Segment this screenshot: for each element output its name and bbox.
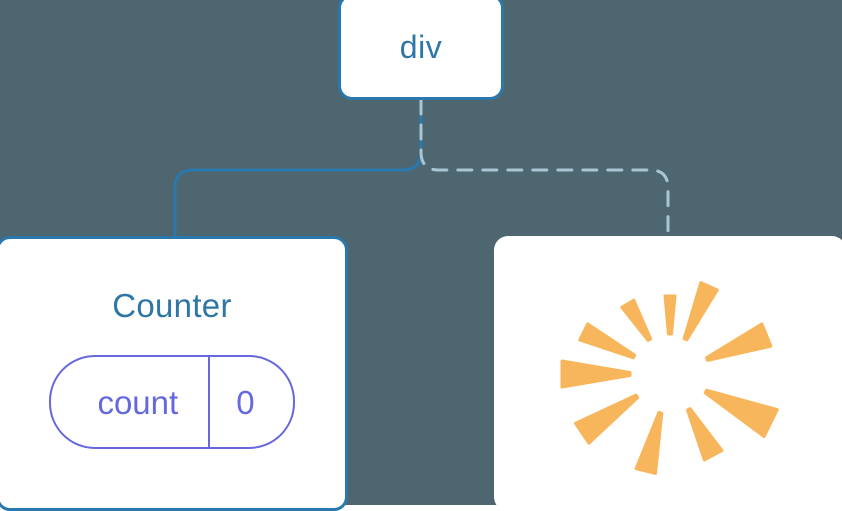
state-key-label: count (97, 383, 179, 421)
node-counter-label: Counter (112, 287, 232, 324)
loading-spinner-icon (560, 280, 779, 475)
state-value-label: 0 (208, 357, 292, 447)
edge-div-to-counter (173, 98, 423, 241)
node-div[interactable]: div (338, 0, 504, 100)
spinner-blade-8 (703, 388, 779, 438)
spinner-blade-4 (560, 359, 632, 388)
spinner-blade-1 (663, 294, 677, 335)
spinner-blade-9 (705, 321, 773, 362)
spinner-blade-6 (634, 410, 664, 475)
state-pill-count[interactable]: count 0 (49, 355, 295, 449)
node-counter[interactable]: Counter count 0 (0, 236, 348, 511)
spinner-blade-2 (620, 298, 653, 342)
node-spinner[interactable] (494, 236, 842, 511)
spinner-blade-3 (578, 321, 637, 359)
spinner-blade-5 (573, 393, 640, 445)
spinner-blade-0 (682, 280, 719, 341)
node-div-label: div (399, 29, 443, 65)
spinner-blade-7 (685, 406, 724, 461)
edge-div-to-spinner (419, 98, 670, 241)
